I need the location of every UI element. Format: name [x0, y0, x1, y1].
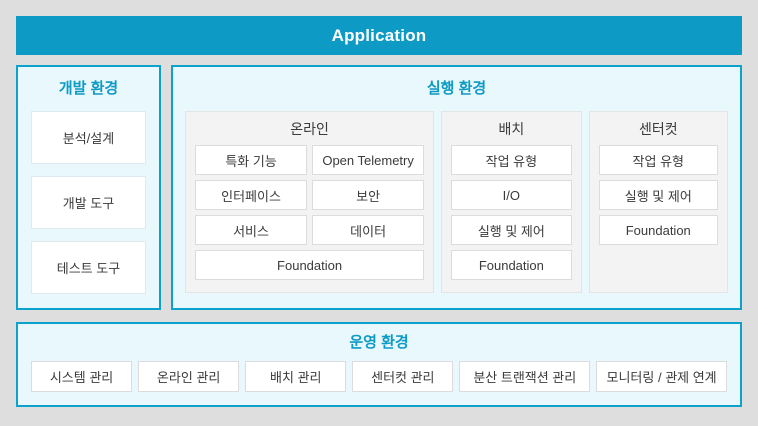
ops-env-item: 배치 관리: [245, 361, 347, 392]
group-batch-title: 배치: [498, 121, 525, 137]
group-online-grid: 특화 기능 Open Telemetry 인터페이스 보안 서비스 데이터 Fo…: [195, 145, 425, 280]
group-batch: 배치 작업 유형 I/O 실행 및 제어 Foundation: [441, 111, 582, 293]
group-online-item: 서비스: [195, 215, 308, 245]
group-online-item: 인터페이스: [195, 180, 308, 210]
ops-env-item: 센터컷 관리: [352, 361, 454, 392]
ops-env-item: 온라인 관리: [138, 361, 240, 392]
group-online-item: 특화 기능: [195, 145, 308, 175]
group-online-foundation: Foundation: [195, 250, 425, 280]
dev-env-title: 개발 환경: [58, 80, 119, 97]
group-centercut-title: 센터컷: [638, 121, 678, 137]
ops-env-items: 시스템 관리 온라인 관리 배치 관리 센터컷 관리 분산 트랜잭션 관리 모니…: [18, 361, 740, 392]
group-online-title: 온라인: [290, 121, 329, 137]
exec-env-panel: 실행 환경 온라인 특화 기능 Open Telemetry 인터페이스 보안 …: [171, 65, 742, 310]
group-centercut-item: Foundation: [598, 215, 719, 245]
ops-env-panel: 운영 환경 시스템 관리 온라인 관리 배치 관리 센터컷 관리 분산 트랜잭션…: [16, 322, 742, 407]
exec-env-groups: 온라인 특화 기능 Open Telemetry 인터페이스 보안 서비스 데이…: [173, 111, 740, 293]
ops-env-item: 분산 트랜잭션 관리: [459, 361, 591, 392]
group-centercut-item: 실행 및 제어: [598, 180, 719, 210]
dev-env-panel: 개발 환경 분석/설계 개발 도구 테스트 도구: [16, 65, 161, 310]
application-header: Application: [16, 16, 742, 55]
group-online-item: 데이터: [312, 215, 425, 245]
group-centercut: 센터컷 작업 유형 실행 및 제어 Foundation: [588, 111, 729, 293]
group-centercut-item: 작업 유형: [598, 145, 719, 175]
group-online-item: Open Telemetry: [312, 145, 425, 175]
group-batch-item: Foundation: [451, 250, 572, 280]
dev-env-item: 테스트 도구: [31, 241, 146, 294]
middle-row: 개발 환경 분석/설계 개발 도구 테스트 도구 실행 환경 온라인 특화 기능…: [16, 65, 742, 310]
dev-env-item: 개발 도구: [31, 176, 146, 229]
exec-env-title: 실행 환경: [426, 80, 487, 97]
ops-env-item: 모니터링 / 관제 연계: [596, 361, 727, 392]
group-batch-item: I/O: [451, 180, 572, 210]
group-batch-stack: 작업 유형 I/O 실행 및 제어 Foundation: [451, 145, 572, 280]
dev-env-items: 분석/설계 개발 도구 테스트 도구: [18, 111, 159, 294]
group-batch-item: 작업 유형: [451, 145, 572, 175]
group-online: 온라인 특화 기능 Open Telemetry 인터페이스 보안 서비스 데이…: [185, 111, 435, 293]
group-centercut-stack: 작업 유형 실행 및 제어 Foundation: [598, 145, 719, 245]
group-online-item: 보안: [312, 180, 425, 210]
application-title: Application: [331, 25, 427, 45]
ops-env-item: 시스템 관리: [31, 361, 133, 392]
ops-env-title: 운영 환경: [349, 334, 409, 351]
group-batch-item: 실행 및 제어: [451, 215, 572, 245]
dev-env-item: 분석/설계: [31, 111, 146, 164]
